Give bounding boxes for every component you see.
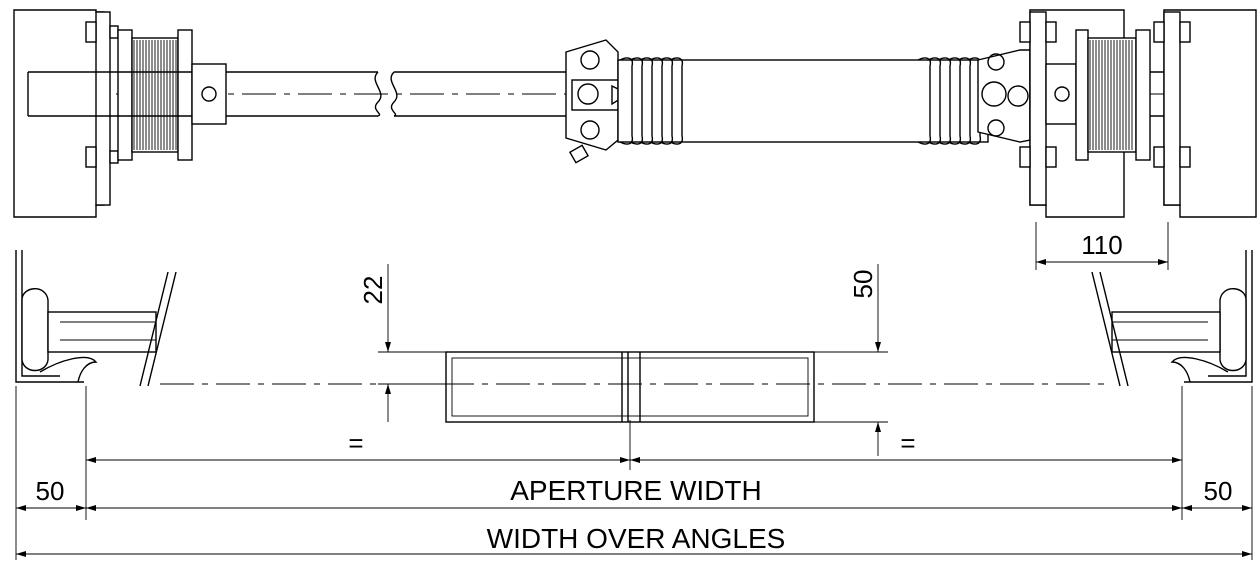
- right-cable-hook: [1170, 356, 1229, 383]
- right-drum-profile: [1219, 288, 1247, 372]
- equal-left-label: =: [348, 428, 363, 458]
- aperture-width-label: APERTURE WIDTH: [510, 475, 762, 506]
- width-over-angles-label: WIDTH OVER ANGLES: [487, 523, 786, 554]
- dimension-22-label: 22: [358, 276, 388, 305]
- right-angle: [1184, 250, 1253, 383]
- right-winding-cone: [977, 49, 1031, 143]
- plan-view: [15, 250, 1253, 423]
- left-cable-hook: [39, 356, 98, 383]
- right-outer-bolts: [1153, 21, 1191, 168]
- right-cable-drum: [1075, 29, 1151, 161]
- equal-right-label: =: [900, 428, 915, 458]
- left-cable-drum: [117, 29, 193, 161]
- dimension-aperture-row: 50 APERTURE WIDTH 50: [15, 386, 1253, 560]
- right-bracket-bolts: [1019, 21, 1057, 168]
- torsion-springs: [617, 57, 989, 145]
- shaft-break-right: [390, 71, 398, 117]
- center-bracket-outline: [445, 351, 815, 423]
- dimension-50-vertical: 50: [814, 264, 888, 456]
- left-shaft-collar: [191, 63, 227, 125]
- dimension-equal-halves: = =: [85, 386, 1183, 520]
- left-angle: [15, 250, 84, 383]
- shaft-break-left: [374, 71, 382, 117]
- left-bracket-bolts: [85, 21, 119, 168]
- side-right-50-label: 50: [1204, 476, 1233, 506]
- right-shaft-collar: [1045, 63, 1077, 125]
- dimension-50-label: 50: [848, 270, 878, 299]
- dimension-110: 110: [1035, 222, 1169, 270]
- right-bracket-plan: [1111, 311, 1221, 353]
- shaft-assembly: [13, 9, 1257, 218]
- left-drum-profile: [21, 288, 49, 372]
- left-bracket-flange: [95, 11, 111, 206]
- dimension-22: 22: [358, 264, 446, 422]
- left-bracket-plan: [47, 311, 157, 353]
- side-left-50-label: 50: [36, 476, 65, 506]
- dimension-110-label: 110: [1081, 230, 1122, 260]
- dimension-overall-row: WIDTH OVER ANGLES: [16, 523, 1252, 557]
